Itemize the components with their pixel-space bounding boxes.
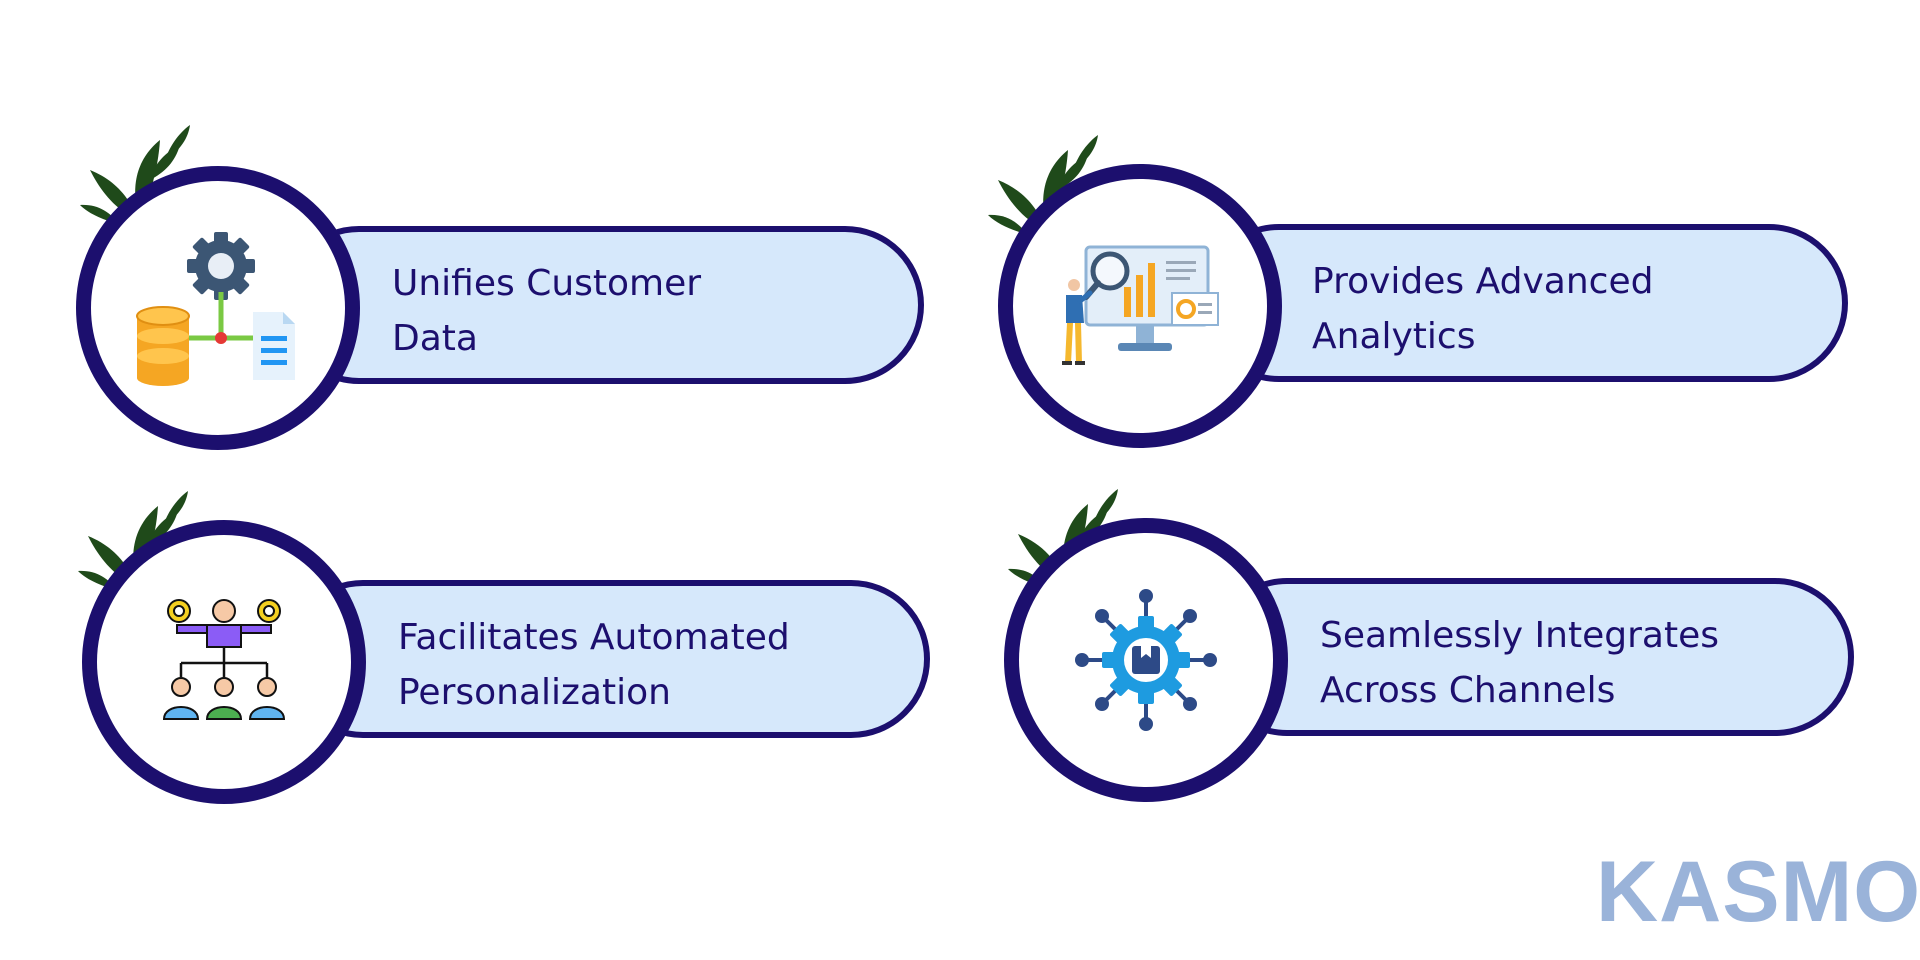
feature-title-line2: Data (392, 318, 478, 359)
feature-title-line1: Unifies Customer (392, 263, 702, 304)
feature-icon-circle (1004, 518, 1288, 802)
feature-title: Provides Advanced Analytics (1312, 254, 1772, 364)
database-gear-document-icon (136, 232, 295, 386)
feature-pill: Facilitates Automated Personalization (284, 580, 930, 738)
feature-title-line1: Provides Advanced (1312, 261, 1654, 302)
feature-title-line2: Personalization (398, 672, 671, 713)
feature-title: Unifies Customer Data (392, 256, 852, 366)
feature-title: Facilitates Automated Personalization (398, 610, 858, 720)
feature-title: Seamlessly Integrates Across Channels (1320, 608, 1780, 718)
people-hierarchy-gears-icon (162, 599, 286, 720)
feature-facilitates-automated-personalization: Facilitates Automated Personalization (78, 491, 930, 804)
feature-title-line2: Analytics (1312, 316, 1476, 357)
brand-logo: KASMO (1596, 844, 1920, 940)
feature-title-line2: Across Channels (1320, 670, 1616, 711)
feature-pill: Seamlessly Integrates Across Channels (1208, 578, 1854, 736)
analytics-dashboard-icon (1062, 245, 1219, 365)
feature-title-line1: Seamlessly Integrates (1320, 615, 1719, 656)
feature-provides-advanced-analytics: Provides Advanced Analytics (988, 135, 1848, 448)
feature-unifies-customer-data: Unifies Customer Data (0, 0, 960, 480)
feature-pill: Provides Advanced Analytics (1200, 224, 1848, 382)
feature-title-line1: Facilitates Automated (398, 617, 790, 658)
integration-hub-icon (1075, 589, 1217, 731)
